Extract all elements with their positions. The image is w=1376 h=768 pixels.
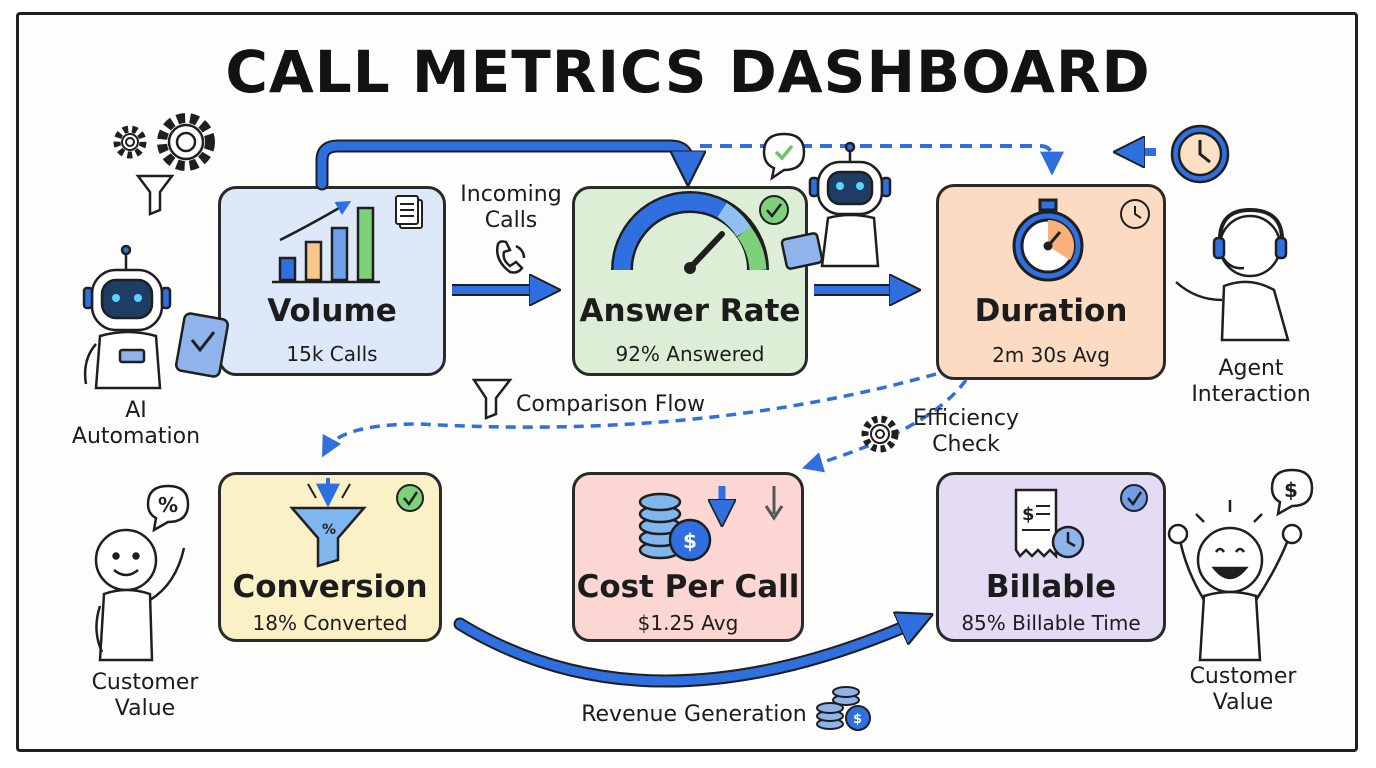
label-comparison-flow-text: Comparison Flow <box>516 392 705 417</box>
arrow-down-gray-icon <box>764 486 784 521</box>
card-answer-rate-subtitle: 92% Answered <box>615 342 765 366</box>
card-answer-rate: Answer Rate 92% Answered <box>572 186 808 376</box>
label-customer-value-left: Customer Value <box>70 670 220 722</box>
label-ai-automation: AI Automation <box>56 398 216 450</box>
bar-chart-icon <box>272 200 380 284</box>
label-agent-interaction-line1: Agent <box>1218 356 1284 381</box>
svg-text:%: % <box>322 522 336 538</box>
card-cost-per-call: Cost Per Call $1.25 Avg <box>572 472 804 642</box>
card-cost-per-call-title: Cost Per Call <box>576 569 800 605</box>
arrow-volume-to-answer-arc <box>315 139 688 191</box>
page-title: CALL METRICS DASHBOARD <box>225 38 1151 106</box>
check-icon <box>1120 484 1148 512</box>
label-comparison-flow: Comparison Flow <box>516 392 716 418</box>
check-icon <box>759 195 789 225</box>
chat-check-icon <box>762 132 806 181</box>
label-agent-interaction-line2: Interaction <box>1191 382 1311 407</box>
filter-small-icon <box>471 378 513 420</box>
card-cost-per-call-subtitle: $1.25 Avg <box>637 611 739 635</box>
phone-icon <box>496 240 526 274</box>
label-ai-automation-line2: Automation <box>71 424 201 449</box>
label-customer-value-left-line2: Value <box>114 696 176 721</box>
percent-bubble-icon: % <box>146 484 190 533</box>
customer-person-left-icon <box>94 528 186 662</box>
label-customer-value-right-line1: Customer <box>1189 664 1297 689</box>
filter-icon <box>135 174 175 216</box>
agent-person-icon <box>1175 207 1290 342</box>
gear-small-icon <box>113 125 147 159</box>
label-efficiency-check-line2: Check <box>932 432 1000 457</box>
receipt-icon: $ <box>1014 488 1085 560</box>
check-icon <box>396 484 424 512</box>
coins-icon: $ <box>638 492 712 562</box>
label-customer-value-right: Customer Value <box>1168 664 1318 716</box>
dollar-badge-text: $ <box>1284 478 1298 502</box>
coins-revenue-icon: $ <box>816 686 871 731</box>
clock-small-icon <box>1120 199 1150 229</box>
label-ai-automation-line1: AI <box>125 398 147 423</box>
arrow-revenue-generation <box>453 620 920 688</box>
card-volume-title: Volume <box>267 293 397 329</box>
label-incoming-calls: Incoming Calls <box>446 182 576 234</box>
svg-text:$: $ <box>683 529 697 553</box>
gear-efficiency-icon <box>861 415 899 453</box>
label-revenue-generation-text: Revenue Generation <box>581 702 807 727</box>
robot-ai-icon <box>82 244 230 390</box>
label-agent-interaction: Agent Interaction <box>1176 356 1326 408</box>
label-efficiency-check: Efficiency Check <box>896 406 1036 458</box>
arrow-efficiency-check <box>801 378 968 473</box>
customer-person-right-icon <box>1167 500 1303 662</box>
gear-icon <box>157 113 215 171</box>
card-billable-title: Billable <box>985 569 1117 605</box>
label-incoming-calls-line2: Calls <box>484 208 538 233</box>
card-conversion-title: Conversion <box>232 569 428 605</box>
arrow-dashed-top <box>700 144 1064 176</box>
card-billable-subtitle: 85% Billable Time <box>961 611 1141 635</box>
card-duration-subtitle: 2m 30s Avg <box>992 343 1110 367</box>
gauge-icon <box>611 191 769 274</box>
card-answer-rate-title: Answer Rate <box>579 293 801 329</box>
svg-text:$: $ <box>1022 504 1035 525</box>
clock-icon <box>1170 124 1230 184</box>
label-incoming-calls-line1: Incoming <box>460 182 562 207</box>
robot-icon <box>780 141 892 270</box>
label-revenue-generation: Revenue Generation <box>574 702 814 728</box>
dollar-bubble-icon: $ <box>1270 468 1314 517</box>
label-customer-value-right-line2: Value <box>1212 690 1274 715</box>
document-icon <box>395 195 423 229</box>
label-efficiency-check-line1: Efficiency <box>913 406 1019 431</box>
funnel-icon: % <box>289 478 367 568</box>
percent-badge-text: % <box>158 493 178 517</box>
card-volume-subtitle: 15k Calls <box>286 342 378 366</box>
card-duration-title: Duration <box>974 293 1128 329</box>
label-customer-value-left-line1: Customer <box>91 670 199 695</box>
stopwatch-icon <box>1012 198 1084 282</box>
card-conversion-subtitle: 18% Converted <box>252 611 408 635</box>
arrow-comparison-flow <box>322 372 937 458</box>
svg-text:$: $ <box>853 712 862 727</box>
